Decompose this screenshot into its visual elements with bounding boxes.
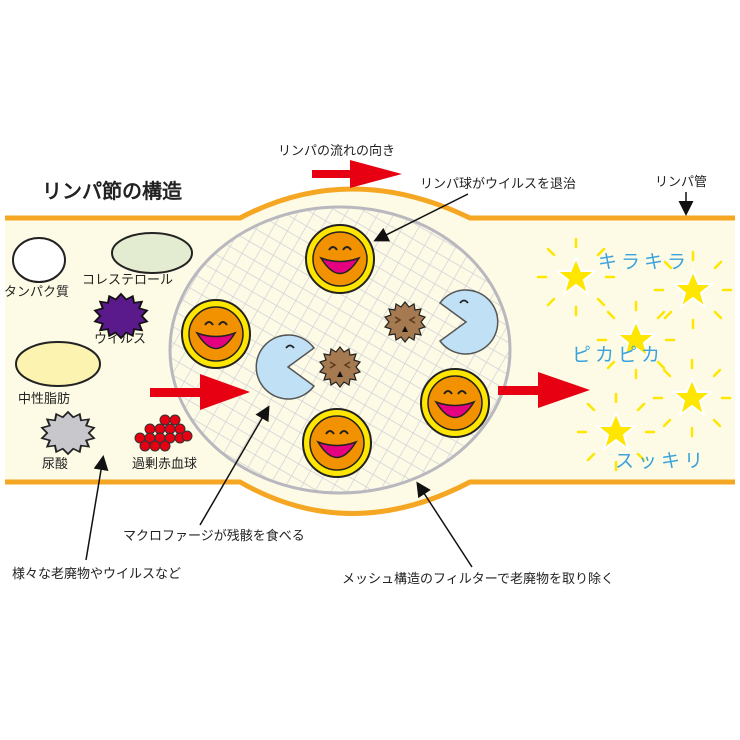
sparkle-word: ピカピカ	[572, 344, 664, 366]
macrophage-label: マクロファージが残骸を食べる	[123, 528, 305, 544]
outflow-arrow-icon	[498, 372, 590, 408]
svg-text:尿酸: 尿酸	[42, 457, 68, 472]
lymphocyte-icon	[302, 408, 372, 478]
lymphocyte-icon	[420, 368, 490, 438]
vessel-top-wall	[5, 186, 735, 221]
svg-text:過剰赤血球: 過剰赤血球	[132, 457, 197, 472]
svg-text:コレステロール: コレステロール	[82, 273, 173, 288]
waste-red-blood-cells: 過剰赤血球	[132, 414, 197, 472]
lymphocyte-icon	[305, 224, 375, 294]
flow-arrow-icon	[312, 160, 402, 188]
lymphocyte-label: リンパ球がウイルスを退治	[420, 177, 576, 192]
sparkle-word: スッキリ	[615, 450, 707, 472]
mesh-filter-label: メッシュ構造のフィルターで老廃物を取り除く	[342, 571, 614, 587]
waste-protein: タンパク質	[4, 237, 69, 300]
lymphocyte-icon	[181, 299, 251, 369]
waste-items-label: 様々な老廃物やウイルスなど	[12, 566, 181, 582]
sparkle-word: キラキラ	[598, 251, 690, 273]
svg-text:中性脂肪: 中性脂肪	[18, 391, 70, 407]
lymph-vessel-label: リンパ管	[655, 175, 707, 190]
page-title: リンパ節の構造	[42, 179, 183, 203]
inflow-arrow-icon	[150, 374, 250, 410]
waste-cholesterol: コレステロール	[82, 232, 193, 288]
waste-virus: ウイルス	[93, 292, 149, 347]
flow-direction-label: リンパの流れの向き	[278, 143, 395, 159]
svg-text:タンパク質: タンパク質	[4, 285, 69, 300]
vessel-bottom-wall	[5, 479, 735, 516]
waste-triglyceride: 中性脂肪	[15, 341, 101, 407]
svg-text:ウイルス: ウイルス	[94, 332, 146, 347]
waste-uric-acid: 尿酸	[40, 410, 96, 472]
